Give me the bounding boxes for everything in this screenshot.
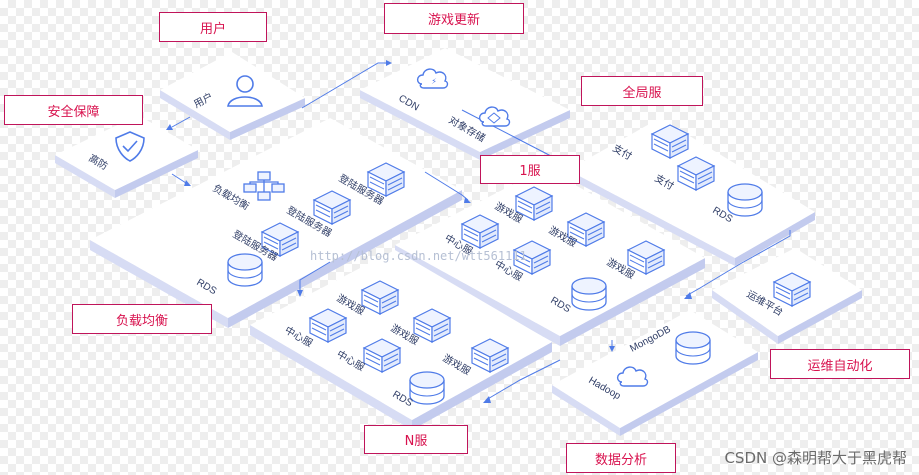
database-icon [727,183,763,217]
tag-server-1: 1服 [480,155,580,184]
tag-global-server: 全局服 [581,76,703,106]
svg-text:⚡: ⚡ [431,77,437,86]
tag-ops-automation: 运维自动化 [770,349,910,379]
tag-game-update: 游戏更新 [384,3,524,34]
database-icon [227,253,263,287]
server-n-platform [250,250,552,430]
user-platform [160,52,305,140]
database-icon [571,277,607,311]
object-storage-icon [478,106,511,127]
anti-ddos-platform [55,115,198,198]
database-icon [409,371,445,405]
tag-security: 安全保障 [4,95,143,125]
footer-watermark: CSDN @森明帮大于黑虎帮 [724,449,907,467]
tag-server-n: N服 [364,425,468,454]
tag-load-balance: 负载均衡 [72,304,212,334]
shield-icon [115,131,145,162]
load-balancer-icon [243,171,285,201]
database-icon [675,331,711,365]
cdn-icon: ⚡ [416,68,449,89]
tag-data-analysis: 数据分析 [566,443,676,473]
cdn-platform [360,48,570,160]
user-icon [227,75,263,107]
url-watermark: http://blog.csdn.net/wtt561111 [310,249,527,263]
tag-user: 用户 [159,12,267,42]
